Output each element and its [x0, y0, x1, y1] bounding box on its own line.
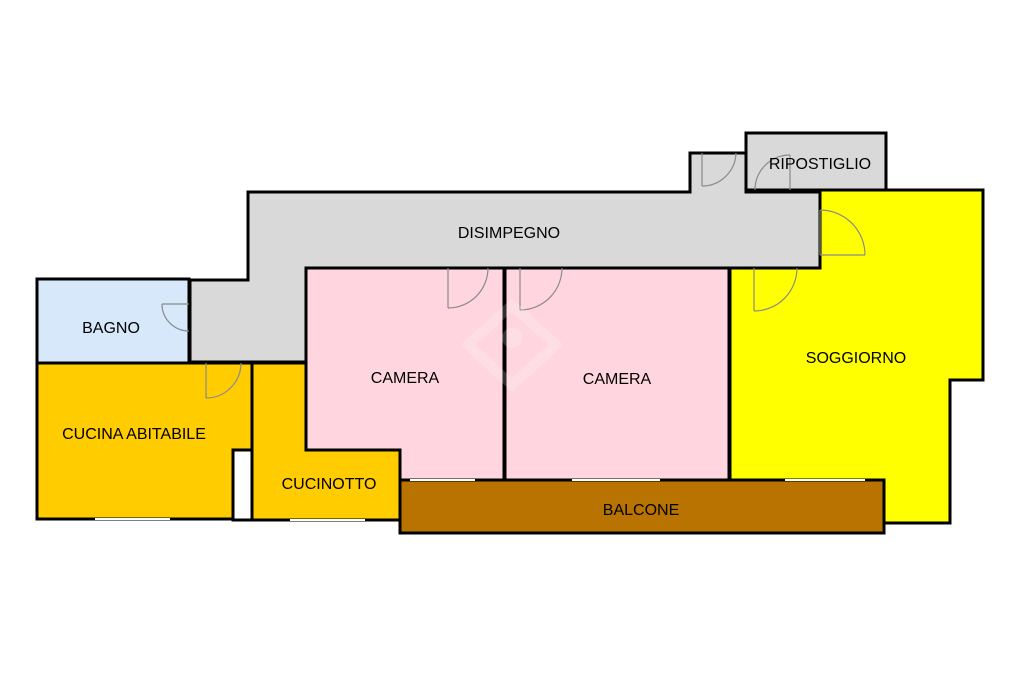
room-balcone[interactable] — [398, 478, 886, 535]
label-camera-2: CAMERA — [583, 371, 652, 388]
label-disimpegno: DISIMPEGNO — [458, 225, 560, 242]
label-cucinotto: CUCINOTTO — [282, 476, 377, 493]
door-camera-2 — [519, 267, 563, 311]
door-camera-1 — [447, 267, 489, 309]
door-bagno — [161, 303, 190, 332]
door-corridor-niche — [701, 152, 737, 187]
label-ripostiglio: RIPOSTIGLIO — [769, 156, 871, 173]
watermark-logo — [460, 298, 564, 392]
label-bagno: BAGNO — [82, 320, 140, 337]
label-camera-1: CAMERA — [371, 370, 440, 387]
door-soggiorno-lower — [753, 267, 798, 312]
door-soggiorno-upper — [819, 209, 866, 256]
label-soggiorno: SOGGIORNO — [806, 350, 906, 367]
cucina-partition — [231, 448, 254, 522]
door-ripostiglio — [754, 154, 791, 191]
door-cucina — [205, 362, 242, 399]
label-cucina: CUCINA ABITABILE — [62, 426, 206, 443]
room-bagno[interactable] — [35, 277, 191, 365]
label-balcone: BALCONE — [603, 502, 679, 519]
